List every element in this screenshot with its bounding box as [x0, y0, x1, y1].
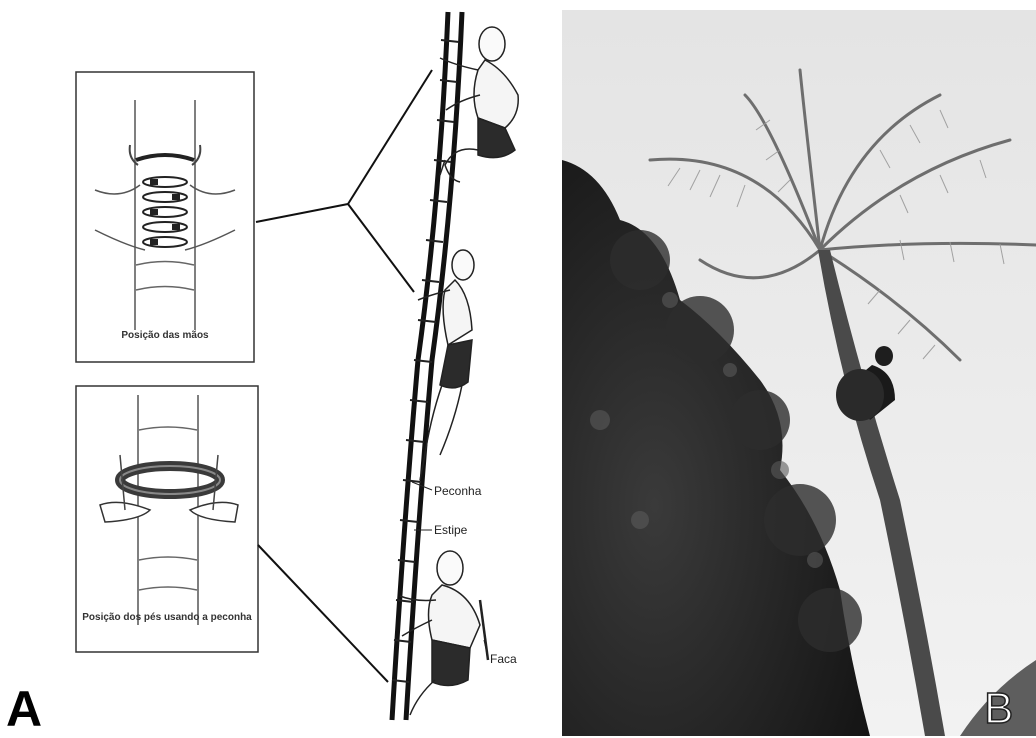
- panel-b-photograph: [562, 10, 1036, 736]
- inset-hands-caption: Posição das mãos: [80, 330, 250, 341]
- panel-b-letter: B: [984, 684, 1013, 734]
- connector-lines: [256, 70, 432, 682]
- inset-feet-caption: Posição dos pés usando a peconha: [80, 612, 254, 623]
- inset-hands-position: [76, 72, 254, 362]
- panel-a-letter: A: [6, 680, 42, 738]
- label-peconha: Peconha: [434, 484, 481, 498]
- label-faca: Faca: [490, 652, 517, 666]
- label-estipe: Estipe: [434, 523, 467, 537]
